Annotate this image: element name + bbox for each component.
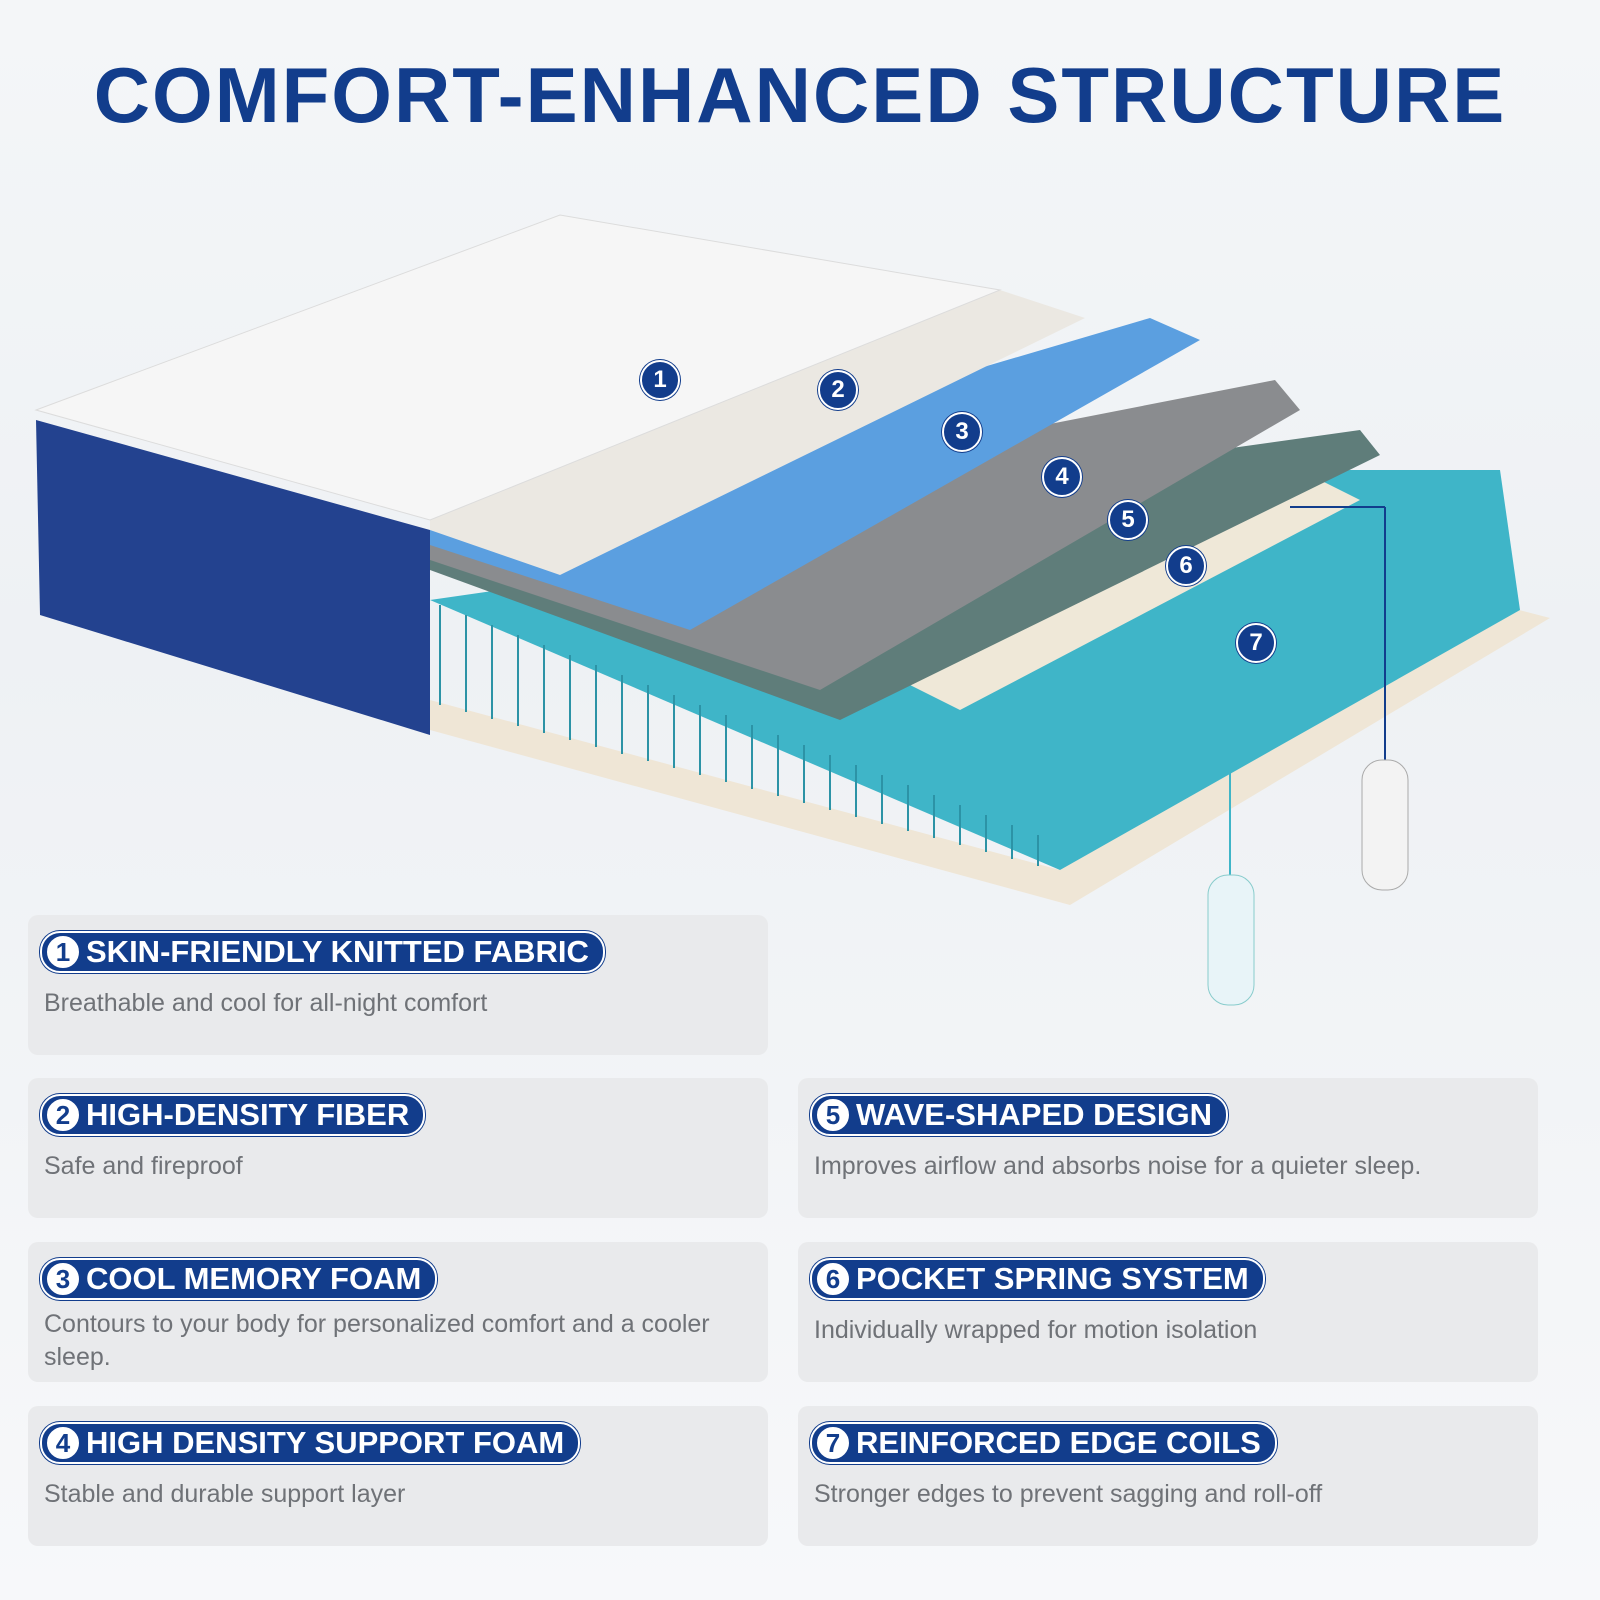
feature-description: Improves airflow and absorbs noise for a… <box>814 1152 1422 1180</box>
feature-number: 4 <box>46 1426 80 1460</box>
feature-title: WAVE-SHAPED DESIGN <box>856 1097 1212 1132</box>
feature-number: 3 <box>46 1262 80 1296</box>
feature-title: SKIN-FRIENDLY KNITTED FABRIC <box>86 934 589 969</box>
feature-description: Breathable and cool for all-night comfor… <box>44 989 488 1017</box>
feature-title: POCKET SPRING SYSTEM <box>856 1261 1249 1296</box>
feature-description: Stronger edges to prevent sagging and ro… <box>814 1480 1323 1508</box>
layer-marker-1: 1 <box>640 360 680 400</box>
pocket-springs-top <box>900 480 1360 710</box>
feature-description: Contours to your body for personalized c… <box>44 1310 710 1371</box>
feature-description: Stable and durable support layer <box>44 1480 406 1508</box>
feature-number: 2 <box>46 1098 80 1132</box>
layer-marker-5: 5 <box>1108 500 1148 540</box>
fiber-layer <box>430 290 1085 575</box>
layer-marker-2: 2 <box>818 370 858 410</box>
feature-number: 5 <box>816 1098 850 1132</box>
layer-marker-3: 3 <box>942 412 982 452</box>
spring-icon <box>1207 874 1255 1006</box>
spring-icon <box>1361 759 1409 891</box>
feature-description: Individually wrapped for motion isolatio… <box>814 1316 1258 1344</box>
feature-number: 1 <box>46 935 80 969</box>
page-title: COMFORT-ENHANCED STRUCTURE <box>93 51 1507 139</box>
coil-lines <box>439 605 1039 866</box>
feature-description: Safe and fireproof <box>44 1152 243 1180</box>
layer-marker-6: 6 <box>1166 546 1206 586</box>
memory-foam-layer <box>430 318 1200 630</box>
feature-title: HIGH-DENSITY FIBER <box>86 1097 410 1132</box>
fabric-top <box>34 214 1002 521</box>
feature-number: 6 <box>816 1262 850 1296</box>
layer-marker-7: 7 <box>1236 623 1276 663</box>
layer-marker-4: 4 <box>1042 457 1082 497</box>
feature-title: REINFORCED EDGE COILS <box>856 1425 1261 1460</box>
mattress-side <box>36 420 430 735</box>
feature-title: COOL MEMORY FOAM <box>86 1261 422 1296</box>
feature-title: HIGH DENSITY SUPPORT FOAM <box>86 1425 565 1460</box>
feature-number: 7 <box>816 1426 850 1460</box>
